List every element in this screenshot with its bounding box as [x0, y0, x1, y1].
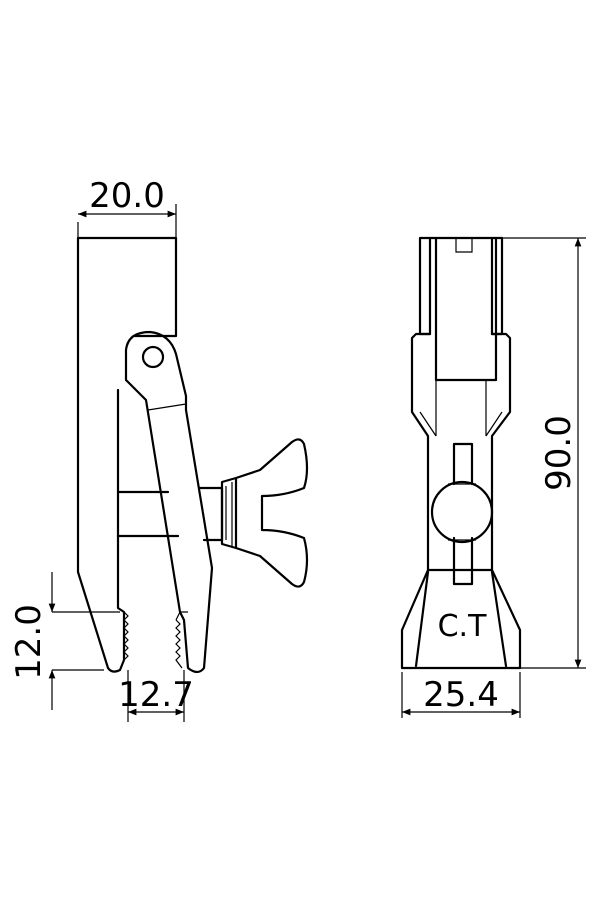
- dim-label-12: 12.0: [9, 604, 49, 680]
- dim-label-90: 90.0: [539, 415, 579, 491]
- dimension-jaw-opening: 12.7: [118, 670, 194, 722]
- top-block: [418, 236, 504, 382]
- clamp-body: [76, 236, 178, 673]
- dimension-base-width: 25.4: [401, 672, 521, 718]
- front-body-outline: [400, 332, 522, 670]
- jaw-teeth-left: [123, 611, 129, 661]
- bore-inner: [448, 483, 476, 541]
- front-view: C.T 90.0 25.4: [400, 236, 586, 718]
- lever-arm: [124, 330, 214, 674]
- lever-inner: [147, 403, 188, 621]
- side-view: 20.0 12.0 12.7: [9, 176, 309, 722]
- top-notch: [455, 238, 473, 253]
- bolt-bore: [430, 480, 494, 544]
- dim-label-12-7: 12.7: [118, 675, 194, 715]
- crossbar: [116, 490, 180, 538]
- model-marking: C.T: [438, 609, 487, 644]
- dimension-total-height: 90.0: [502, 237, 586, 669]
- dim-label-25-4: 25.4: [423, 675, 499, 715]
- dim-label-20: 20.0: [89, 176, 165, 216]
- wing-nut-hub: [225, 482, 263, 546]
- base-taper: [414, 568, 508, 668]
- wing-nut: [220, 438, 309, 588]
- pivot-hole: [141, 345, 165, 369]
- dimension-width-side: 20.0: [77, 176, 177, 238]
- jaw-teeth-right: [175, 619, 183, 669]
- dimension-jaw-height: 12.0: [9, 572, 120, 710]
- body-inner-lines: [419, 380, 503, 437]
- bolt-slot: [452, 442, 474, 586]
